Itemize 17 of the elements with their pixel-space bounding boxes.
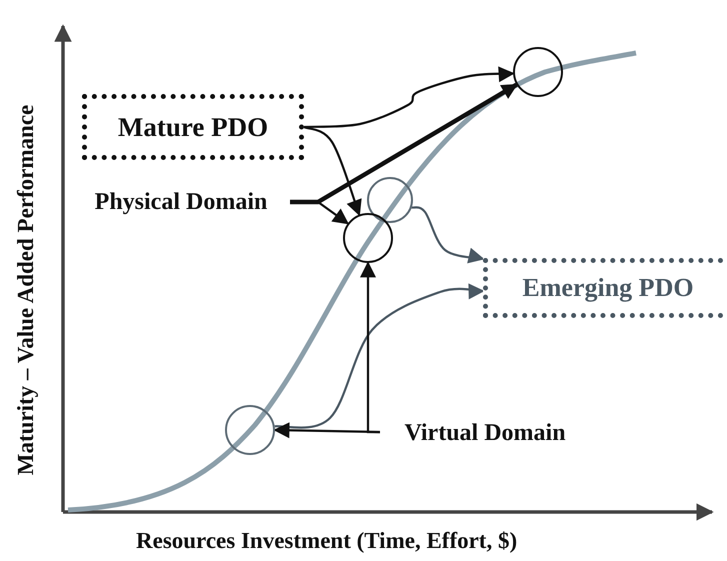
domain-label: Virtual Domain [404, 420, 566, 446]
y-axis-title: Maturity – Value Added Performance [13, 104, 39, 476]
arrow [304, 126, 362, 216]
arrow [290, 82, 518, 204]
arrow [360, 261, 380, 434]
box-label: Emerging PDO [522, 273, 694, 303]
circle-marker [343, 213, 393, 263]
box-label: Mature PDO [118, 112, 268, 142]
arrow [412, 206, 485, 264]
domain-label: Physical Domain [94, 188, 268, 216]
dotted-box [82, 94, 304, 160]
arrow [274, 282, 485, 429]
circle-marker [367, 177, 413, 223]
arrow [304, 66, 515, 128]
circle-marker [513, 47, 563, 97]
x-axis-title: Resources Investment (Time, Effort, $) [136, 528, 518, 554]
circle-marker [225, 405, 275, 455]
